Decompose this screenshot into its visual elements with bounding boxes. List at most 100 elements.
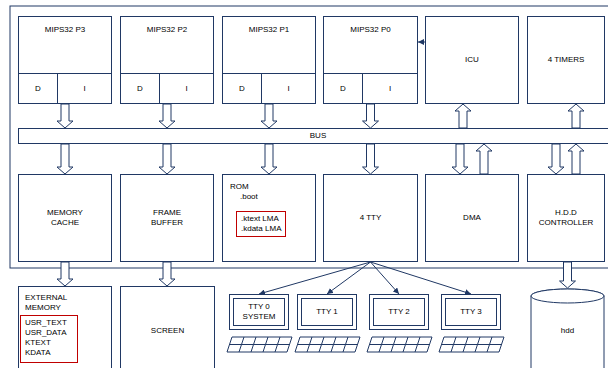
cache-box: I (261, 73, 316, 104)
screen-box: SCREEN (120, 286, 215, 368)
node-label: TTY 0 SYSTEM (236, 302, 282, 322)
rom-box: ROM.boot.ktext LMA.kdata LMA (222, 174, 316, 262)
keyboard-outline (227, 337, 292, 352)
node-label: DMA (463, 213, 481, 223)
node-label: D (340, 84, 346, 94)
cache-box: D (323, 73, 363, 104)
node-label: MIPS32 P2 (147, 25, 187, 35)
connector-line (327, 262, 371, 294)
cache-box: D (18, 73, 58, 104)
timer-box: 4 TIMERS (527, 16, 605, 104)
node-label: hdd (561, 326, 574, 336)
keyboard-row (442, 344, 502, 345)
highlight-box: .ktext LMA.kdata LMA (236, 211, 286, 237)
block-arrow (261, 144, 277, 174)
node-label: TTY 2 (388, 307, 410, 317)
node-label: .boot (230, 192, 258, 202)
memory-box: FRAME BUFFER (120, 174, 214, 262)
keyboard-key (403, 337, 408, 352)
keyboard-row (230, 344, 290, 345)
keyboard-key (487, 337, 492, 352)
cylinder-top (531, 289, 604, 303)
keyboard-row (298, 344, 358, 345)
block-arrow (159, 144, 175, 174)
block-arrow (159, 104, 175, 128)
keyboard-key (379, 337, 384, 352)
cache-box: D (222, 73, 262, 104)
cache-box: D (120, 73, 160, 104)
keyboard-key (275, 337, 280, 352)
block-arrow (363, 104, 379, 128)
highlight-box: USR_TEXTUSR_DATAKTEXTKDATA (20, 315, 78, 363)
keyboard-outline (439, 337, 504, 352)
keyboard-key (239, 337, 244, 352)
node-label: BUS (310, 131, 326, 141)
cache-box: I (57, 73, 112, 104)
node-label: MIPS32 P1 (249, 25, 289, 35)
keyboard-outline (295, 337, 360, 352)
keyboard-key (475, 337, 480, 352)
controller-box: ICU (425, 16, 519, 104)
chip-outline (10, 6, 608, 268)
node-label: I (185, 84, 187, 94)
keyboard-outline (367, 337, 432, 352)
keyboard-key (251, 337, 256, 352)
block-arrow (57, 262, 73, 286)
block-arrow (568, 104, 584, 128)
block-arrow (57, 104, 73, 128)
keyboard-key (451, 337, 456, 352)
processor-box: MIPS32 P0 D I (323, 16, 418, 104)
node-label: D (239, 84, 245, 94)
block-arrow (159, 262, 175, 286)
node-label: D (137, 84, 143, 94)
node-label: .kdata LMA (241, 224, 281, 234)
block-arrow (455, 104, 471, 128)
keyboard-key (415, 337, 420, 352)
terminal-box: TTY 0 SYSTEM (229, 294, 289, 330)
block-arrow (363, 144, 379, 174)
keyboard-key (463, 337, 468, 352)
keyboard-row (370, 344, 430, 345)
node-label: .ktext LMA (241, 214, 281, 224)
dma-box: DMA (425, 174, 519, 262)
keyboard-symbol (295, 337, 360, 352)
node-label: USR_TEXT (25, 318, 67, 328)
node-label: H.D.D CONTROLLER (532, 208, 600, 228)
cache-box: I (159, 73, 214, 104)
keyboard-symbol (367, 337, 432, 352)
node-label: MIPS32 P0 (350, 25, 390, 35)
node-label: TTY 1 (316, 307, 338, 317)
node-label: KTEXT (25, 338, 67, 348)
terminal-box: TTY 1 (297, 294, 357, 330)
processor-box: MIPS32 P3 D I (18, 16, 112, 104)
node-label: SCREEN (151, 326, 184, 336)
block-arrow (452, 144, 468, 174)
node-label: MIPS32 P3 (45, 25, 85, 35)
node-label: 4 TTY (360, 213, 382, 223)
node-label: I (83, 84, 85, 94)
node-label: USR_DATA (25, 328, 67, 338)
node-label: EXTERNAL MEMORY (25, 293, 83, 313)
keyboard-symbol (227, 337, 292, 352)
block-arrow (57, 144, 73, 174)
cylinder-body (531, 289, 604, 368)
keyboard-key (319, 337, 324, 352)
node-label: KDATA (25, 348, 67, 358)
block-arrow (261, 104, 277, 128)
keyboard-key (343, 337, 348, 352)
connector-line (371, 262, 472, 294)
processor-box: MIPS32 P1 D I (222, 16, 316, 104)
memory-box: MEMORY CACHE (18, 174, 112, 262)
keyboard-symbol (439, 337, 504, 352)
disk-cylinder: hdd (530, 288, 605, 368)
keyboard-key (263, 337, 268, 352)
terminal-box: TTY 2 (369, 294, 429, 330)
node-label: D (35, 84, 41, 94)
block-arrow (560, 262, 576, 288)
cache-box: I (362, 73, 418, 104)
node-label: I (389, 84, 391, 94)
keyboard-key (331, 337, 336, 352)
processor-box: MIPS32 P2 D I (120, 16, 214, 104)
node-label: ICU (465, 55, 479, 65)
node-label: I (287, 84, 289, 94)
